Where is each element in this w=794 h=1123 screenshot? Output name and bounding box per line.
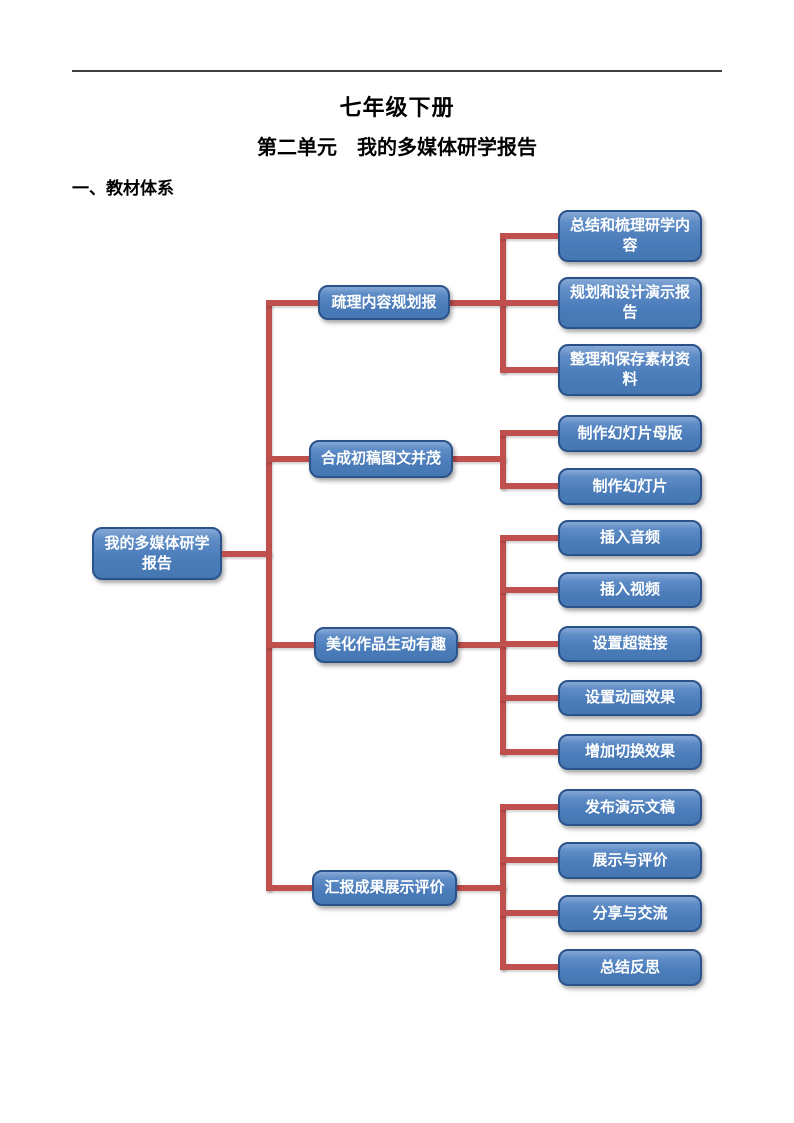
diagram-leaf-node: 插入视频	[558, 572, 702, 608]
section-heading: 一、教材体系	[72, 179, 174, 198]
connector-branch	[450, 300, 506, 306]
diagram-leaf-node: 制作幻灯片	[558, 468, 702, 505]
diagram-branch-node: 合成初稿图文并茂	[309, 440, 453, 478]
diagram-leaf-node: 整理和保存素材资 料	[558, 344, 702, 396]
diagram-leaf-node: 发布演示文稿	[558, 789, 702, 826]
connector-leaf	[500, 641, 558, 647]
connector-leaf	[500, 910, 558, 916]
connector-leaf	[500, 964, 558, 970]
connector-leaf	[500, 587, 558, 593]
connector-branch	[266, 885, 312, 891]
connector-branch	[266, 642, 314, 648]
diagram-branch-node: 疏理内容规划报	[318, 285, 450, 320]
connector-root	[222, 551, 272, 557]
page-title: 七年级下册	[339, 95, 455, 120]
connector-main-spine	[266, 300, 272, 891]
connector-leaf	[500, 749, 558, 755]
connector-leaf	[500, 483, 558, 489]
diagram-branch-node: 美化作品生动有趣	[314, 627, 458, 663]
diagram-leaf-node: 分享与交流	[558, 895, 702, 932]
diagram-branch-node: 汇报成果展示评价	[312, 870, 457, 906]
header-rule	[72, 70, 722, 72]
connector-leaf	[500, 535, 558, 541]
connector-leaf	[500, 804, 558, 810]
connector-branch	[266, 300, 318, 306]
diagram-leaf-node: 总结和梳理研学内 容	[558, 210, 702, 262]
diagram-leaf-node: 制作幻灯片母版	[558, 415, 702, 452]
connector-branch	[457, 885, 506, 891]
diagram-leaf-node: 插入音频	[558, 520, 702, 556]
connector-leaf	[500, 857, 558, 863]
unit-title: 第二单元 我的多媒体研学报告	[257, 137, 537, 159]
diagram-leaf-node: 规划和设计演示报 告	[558, 277, 702, 329]
connector-leaf	[500, 695, 558, 701]
diagram-leaf-node: 展示与评价	[558, 842, 702, 879]
diagram-root-node: 我的多媒体研学 报告	[92, 527, 222, 580]
diagram-leaf-node: 增加切换效果	[558, 734, 702, 770]
connector-leaf	[500, 367, 558, 373]
connector-leaf	[500, 430, 558, 436]
connector-leaf	[500, 300, 558, 306]
connector-child-spine	[500, 430, 506, 489]
connector-leaf	[500, 233, 558, 239]
diagram-leaf-node: 总结反思	[558, 949, 702, 986]
diagram-leaf-node: 设置超链接	[558, 626, 702, 662]
connector-branch	[453, 456, 506, 462]
connector-child-spine	[500, 804, 506, 970]
connector-branch	[458, 642, 506, 648]
diagram-leaf-node: 设置动画效果	[558, 680, 702, 716]
connector-branch	[266, 456, 309, 462]
